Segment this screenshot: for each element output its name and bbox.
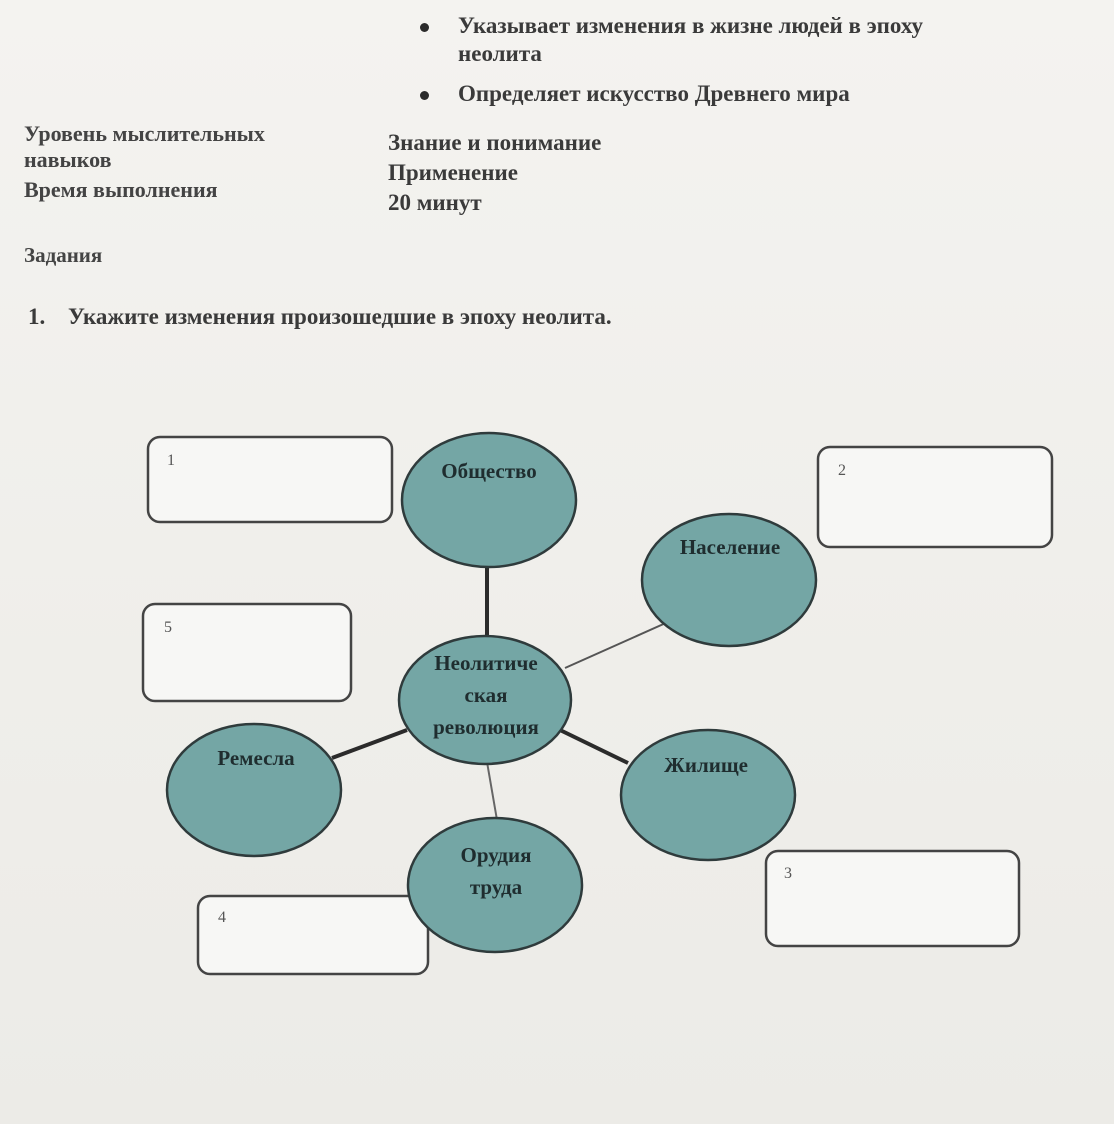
time-label: Время выполнения bbox=[24, 177, 218, 202]
connector-orudiya bbox=[486, 761, 498, 821]
node-zhilishche-ellipse bbox=[619, 728, 797, 862]
answer-box-4-number: 4 bbox=[218, 909, 226, 926]
node-remesla-ellipse bbox=[165, 722, 343, 858]
answer-box-3[interactable] bbox=[764, 849, 1021, 948]
node-naselenie-ellipse bbox=[640, 512, 818, 648]
label-center-line-1: Неолитиче bbox=[434, 651, 537, 675]
label-center-line-3: революция bbox=[433, 715, 539, 739]
label-orudiya-line-1: Орудия bbox=[461, 843, 532, 867]
diagram-nodes bbox=[165, 431, 818, 954]
node-orudiya-ellipse bbox=[406, 816, 584, 954]
objective-text: Определяет искусство Древнего мира bbox=[458, 81, 850, 106]
objective-item: Определяет искусство Древнего мира bbox=[418, 80, 1038, 108]
diagram-labels: Общество Население Неолитиче ская револю… bbox=[217, 459, 780, 899]
objective-text-continued: неолита bbox=[458, 41, 542, 66]
time-value: 20 минут bbox=[388, 190, 482, 215]
level-value-application: Применение bbox=[388, 160, 518, 185]
answer-boxes: 1 2 5 3 4 bbox=[141, 435, 1054, 976]
task-1: 1. Укажите изменения произошедшие в эпоху… bbox=[28, 304, 612, 330]
connector-naselenie bbox=[564, 621, 669, 669]
bullet-dot-icon bbox=[420, 23, 429, 32]
label-naselenie: Население bbox=[680, 535, 780, 559]
answer-box-5-number: 5 bbox=[164, 619, 172, 636]
connector-remesla bbox=[331, 728, 408, 760]
task-number: 1. bbox=[28, 304, 46, 329]
answer-box-4[interactable] bbox=[196, 894, 430, 976]
label-obshchestvo: Общество bbox=[441, 459, 536, 483]
section-title: Задания bbox=[24, 243, 103, 267]
node-center-ellipse bbox=[397, 634, 573, 766]
label-zhilishche: Жилище bbox=[664, 753, 748, 777]
label-orudiya-line-2: труда bbox=[470, 875, 523, 899]
answer-box-5[interactable] bbox=[141, 602, 353, 703]
answer-box-1[interactable] bbox=[146, 435, 394, 524]
answer-box-1-number: 1 bbox=[167, 452, 175, 469]
answer-box-2[interactable] bbox=[816, 445, 1054, 549]
bullet-dot-icon bbox=[420, 91, 429, 100]
answer-box-3-number: 3 bbox=[784, 865, 792, 882]
label-remesla: Ремесла bbox=[217, 746, 295, 770]
label-center-line-2: ская bbox=[465, 683, 508, 707]
connector-zhilishche bbox=[559, 728, 629, 765]
objective-item: Указывает изменения в жизне людей в эпох… bbox=[418, 12, 1038, 68]
meta-values: Знание и понимание Применение 20 минут bbox=[388, 128, 748, 218]
meta-labels: Уровень мыслительных навыков Время выпол… bbox=[24, 120, 364, 204]
level-label-continued: навыков bbox=[24, 147, 112, 172]
connector-lines bbox=[331, 565, 669, 821]
answer-box-2-number: 2 bbox=[838, 462, 846, 479]
objective-text: Указывает изменения в жизне людей в эпох… bbox=[458, 13, 923, 38]
task-text: Укажите изменения произошедшие в эпоху н… bbox=[68, 304, 612, 329]
objectives-list: Указывает изменения в жизне людей в эпох… bbox=[418, 12, 1038, 120]
level-label: Уровень мыслительных bbox=[24, 121, 265, 146]
node-obshchestvo-ellipse bbox=[400, 431, 578, 569]
level-value-knowledge: Знание и понимание bbox=[388, 130, 602, 155]
